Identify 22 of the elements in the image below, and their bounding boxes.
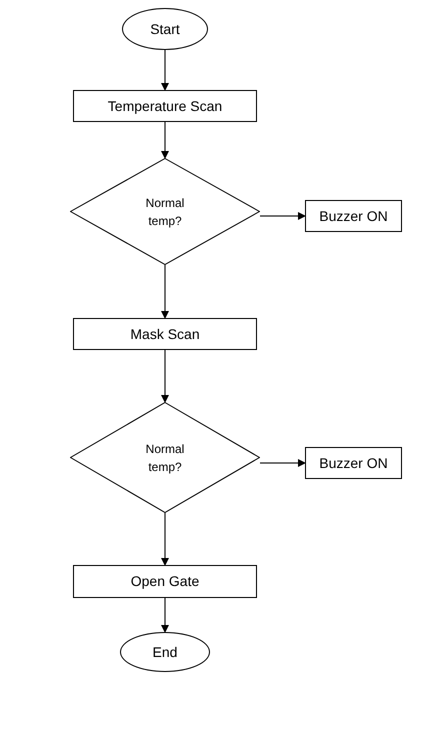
node-text: Buzzer ON: [319, 454, 388, 472]
process-box: [73, 318, 257, 350]
arrow: [161, 350, 169, 403]
node-text: Normal temp?: [144, 194, 186, 230]
node-text: Temperature Scan: [108, 96, 222, 116]
arrow: [161, 264, 169, 319]
node-text: Open Gate: [130, 572, 200, 591]
arrow: [161, 50, 169, 91]
process-box: [305, 447, 402, 479]
arrow: [161, 512, 169, 566]
process-box: [305, 200, 402, 232]
arrow: [260, 212, 306, 220]
arrow: [260, 459, 306, 467]
node-text: Mask Scan: [130, 324, 200, 344]
node-text: Start: [150, 20, 180, 38]
node-text: Buzzer ON: [319, 206, 388, 226]
process-box: [73, 565, 257, 598]
node-text: End: [152, 642, 178, 662]
process-box: [73, 90, 257, 122]
node-text: Normal temp?: [144, 440, 186, 476]
arrow: [161, 598, 169, 633]
arrow: [161, 122, 169, 159]
